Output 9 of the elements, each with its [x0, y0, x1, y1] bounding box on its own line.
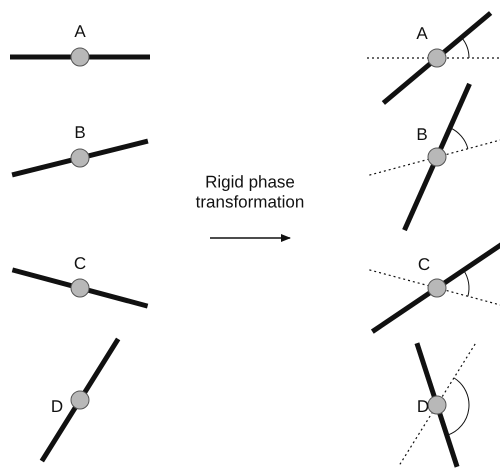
caption-text: Rigid phase transformation	[194, 172, 306, 214]
point-label: C	[418, 254, 430, 276]
point-label: D	[50, 396, 64, 418]
point-label: B	[74, 122, 86, 144]
point-label: D	[416, 396, 430, 418]
point-label: C	[74, 254, 86, 274]
point-label: B	[416, 124, 428, 146]
point-label: A	[416, 24, 428, 44]
point-label: A	[74, 22, 86, 42]
